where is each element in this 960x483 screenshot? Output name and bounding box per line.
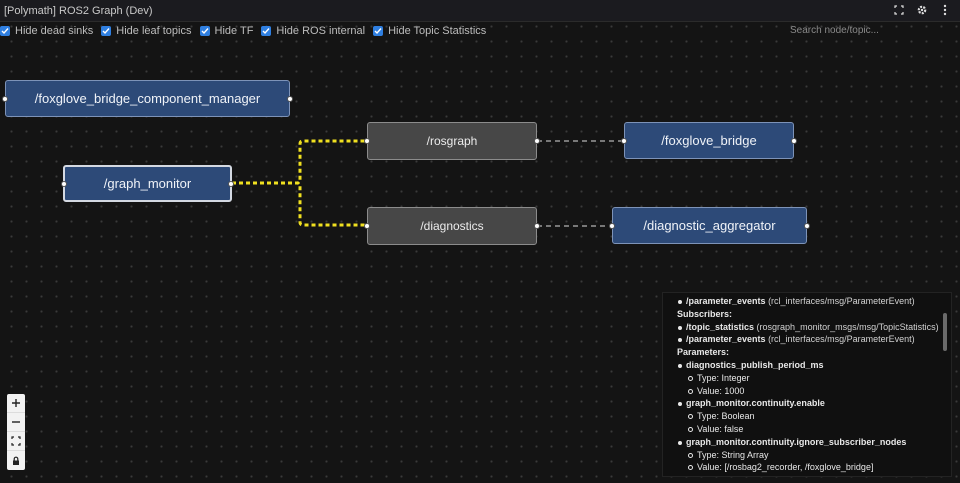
topic-rosgraph[interactable]: /rosgraph bbox=[364, 122, 540, 160]
topic-label: /rosgraph bbox=[426, 134, 478, 148]
node-label: /foxglove_bridge bbox=[661, 133, 757, 148]
parameter-name: graph_monitor.continuity.enable bbox=[677, 397, 947, 410]
gear-icon[interactable] bbox=[915, 3, 929, 17]
node-output-handle[interactable] bbox=[804, 222, 810, 229]
zoom-in-icon bbox=[12, 399, 20, 407]
parameter-type: Type: Boolean bbox=[677, 410, 947, 423]
zoom-out-icon bbox=[12, 421, 20, 423]
fit-view-button[interactable] bbox=[7, 432, 25, 451]
filter-label: Hide Topic Statistics bbox=[388, 25, 487, 37]
topic-name: /topic_statistics bbox=[686, 321, 755, 332]
topic-label: /diagnostics bbox=[420, 219, 484, 233]
topic-name: /parameter_events bbox=[686, 296, 766, 306]
parameter-value: Value: false bbox=[677, 423, 947, 436]
topic-output-handle[interactable] bbox=[534, 223, 540, 229]
list-item: /parameter_events (rcl_interfaces/msg/Pa… bbox=[677, 333, 947, 346]
scrollbar[interactable] bbox=[943, 313, 947, 351]
checkbox-checked-icon[interactable] bbox=[0, 26, 10, 36]
node-foxglove-bridge-component-manager[interactable]: /foxglove_bridge_component_manager bbox=[2, 80, 293, 117]
checkbox-checked-icon[interactable] bbox=[373, 26, 384, 36]
topic-type: (rosgraph_monitor_msgs/msg/TopicStatisti… bbox=[756, 321, 939, 332]
node-input-handle[interactable] bbox=[2, 95, 8, 102]
edge-graph-monitor-to-diagnostics[interactable] bbox=[232, 181, 367, 227]
window-title: [Polymath] ROS2 Graph (Dev) bbox=[4, 4, 153, 17]
node-output-handle[interactable] bbox=[791, 137, 797, 144]
node-input-handle[interactable] bbox=[609, 222, 615, 229]
filter-toolbar: Hide dead sinks Hide leaf topics Hide TF… bbox=[0, 23, 960, 39]
parameter-type: Type: String Array bbox=[677, 449, 947, 462]
node-label: /foxglove_bridge_component_manager bbox=[34, 91, 261, 106]
node-label: /graph_monitor bbox=[103, 176, 192, 191]
parameter-type: Type: Integer bbox=[677, 372, 947, 385]
node-diagnostic-aggregator[interactable]: /diagnostic_aggregator bbox=[609, 207, 810, 244]
filter-label: Hide leaf topics bbox=[116, 25, 192, 37]
more-vertical-icon[interactable] bbox=[938, 3, 952, 17]
node-info-panel[interactable]: /parameter_events (rcl_interfaces/msg/Pa… bbox=[662, 292, 952, 477]
node-input-handle[interactable] bbox=[621, 137, 627, 144]
zoom-controls bbox=[7, 394, 25, 470]
parameter-value: Value: 1000 bbox=[677, 385, 947, 398]
topic-diagnostics[interactable]: /diagnostics bbox=[364, 207, 540, 245]
filter-label: Hide dead sinks bbox=[15, 25, 94, 37]
filter-hide-topic-statistics[interactable]: Hide Topic Statistics bbox=[373, 25, 486, 37]
subscribers-heading: Subscribers: bbox=[677, 308, 733, 319]
parameters-heading: Parameters: bbox=[677, 347, 730, 358]
list-item: /topic_statistics (rosgraph_monitor_msgs… bbox=[677, 321, 947, 334]
filter-hide-leaf-topics[interactable]: Hide leaf topics bbox=[101, 25, 192, 37]
node-input-handle[interactable] bbox=[61, 180, 67, 187]
parameter-name: diagnostics_publish_period_ms bbox=[677, 359, 947, 372]
filter-hide-dead-sinks[interactable]: Hide dead sinks bbox=[0, 25, 93, 37]
filter-hide-tf[interactable]: Hide TF bbox=[199, 25, 254, 37]
node-output-handle[interactable] bbox=[228, 180, 234, 187]
list-item: /parameter_events (rcl_interfaces/msg/Pa… bbox=[677, 295, 947, 308]
title-bar: [Polymath] ROS2 Graph (Dev) bbox=[0, 0, 960, 22]
fullscreen-icon[interactable] bbox=[892, 3, 906, 17]
topic-output-handle[interactable] bbox=[534, 138, 540, 144]
filter-label: Hide ROS internal bbox=[276, 25, 366, 37]
fit-view-icon bbox=[11, 436, 21, 446]
topic-type: (rcl_interfaces/msg/ParameterEvent) bbox=[768, 296, 915, 306]
lock-button[interactable] bbox=[7, 451, 25, 470]
node-graph-monitor[interactable]: /graph_monitor bbox=[61, 165, 234, 202]
checkbox-checked-icon[interactable] bbox=[101, 26, 112, 36]
node-label: /diagnostic_aggregator bbox=[643, 218, 776, 233]
filter-label: Hide TF bbox=[214, 25, 254, 37]
topic-input-handle[interactable] bbox=[364, 138, 370, 144]
filter-hide-ros-internal[interactable]: Hide ROS internal bbox=[261, 25, 365, 37]
zoom-in-button[interactable] bbox=[7, 394, 25, 413]
lock-icon bbox=[13, 456, 19, 465]
topic-name: /parameter_events bbox=[686, 334, 766, 345]
node-foxglove-bridge[interactable]: /foxglove_bridge bbox=[621, 122, 797, 159]
search-input[interactable] bbox=[790, 23, 950, 38]
node-output-handle[interactable] bbox=[287, 95, 293, 102]
edge-graph-monitor-to-rosgraph[interactable] bbox=[232, 139, 367, 185]
checkbox-checked-icon[interactable] bbox=[261, 26, 272, 36]
topic-type: (rcl_interfaces/msg/ParameterEvent) bbox=[768, 334, 915, 345]
checkbox-checked-icon[interactable] bbox=[199, 26, 210, 36]
zoom-out-button[interactable] bbox=[7, 413, 25, 432]
parameter-name: graph_monitor.continuity.ignore_subscrib… bbox=[677, 436, 947, 449]
topic-input-handle[interactable] bbox=[364, 223, 370, 229]
parameter-value: Value: [/rosbag2_recorder, /foxglove_bri… bbox=[677, 461, 947, 474]
